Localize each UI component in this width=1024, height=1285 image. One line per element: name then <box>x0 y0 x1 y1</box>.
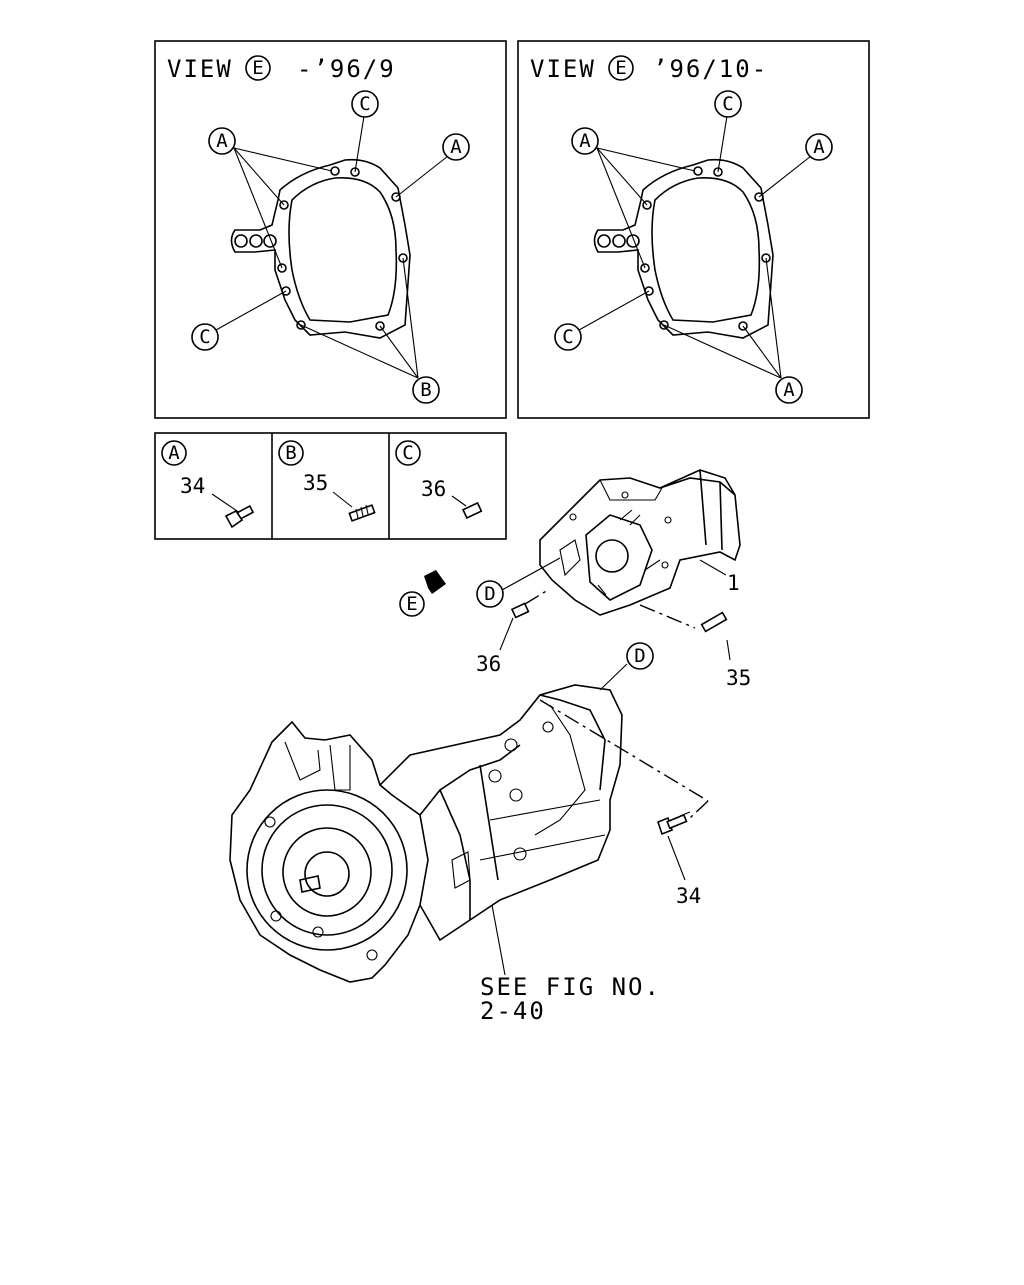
leader-lines <box>578 115 812 379</box>
part-number: 35 <box>303 471 328 495</box>
marker-a-right: A <box>805 133 833 161</box>
svg-text:D: D <box>634 645 645 667</box>
svg-text:C: C <box>722 93 733 115</box>
stud-bolt: 35 <box>639 604 751 690</box>
view-marker: E <box>252 57 263 79</box>
svg-text:A: A <box>216 130 228 152</box>
transfer-case-assembly: 1 <box>539 469 741 616</box>
view-panel-early: VIEW E -’96/9 <box>154 40 507 419</box>
svg-text:A: A <box>450 136 462 158</box>
view-marker: E <box>615 57 626 79</box>
marker-a-right: A <box>442 133 470 161</box>
view-title-suffix: ’96/10- <box>653 55 768 83</box>
dowel-pin-icon <box>451 495 483 519</box>
callout-stud: 35 <box>726 666 751 690</box>
callout-dowel: 36 <box>476 652 501 676</box>
svg-text:A: A <box>813 136 825 158</box>
view-direction-marker: E <box>399 570 446 617</box>
gasket-outline <box>593 158 774 339</box>
marker-a-left: A <box>208 127 236 155</box>
svg-text:E: E <box>406 593 417 615</box>
callout-bolt: 34 <box>676 884 701 908</box>
marker-c-bottom: C <box>191 323 219 351</box>
marker-a-bottom: A <box>775 376 803 404</box>
part-number: 34 <box>180 474 205 498</box>
legend-cell-b: B 35 <box>278 440 376 522</box>
see-fig-line2: 2-40 <box>480 997 546 1025</box>
automatic-transmission <box>229 684 709 983</box>
marker-b-bottom: B <box>412 376 440 404</box>
svg-text:C: C <box>359 93 370 115</box>
view-title-prefix: VIEW <box>530 55 596 83</box>
stud-icon <box>332 491 376 522</box>
view-title-prefix: VIEW <box>167 55 233 83</box>
marker-c-top: C <box>351 90 379 118</box>
svg-text:D: D <box>484 583 495 605</box>
dowel-pin: 36 <box>476 589 549 676</box>
marker-d-lower: D <box>599 642 654 691</box>
view-title-suffix: -’96/9 <box>297 55 396 83</box>
gasket-outline <box>230 158 411 339</box>
part-number: 36 <box>421 477 446 501</box>
marker-a-left: A <box>571 127 599 155</box>
svg-text:C: C <box>402 442 413 464</box>
fastener-legend: A 34 B 35 C 36 <box>154 432 507 540</box>
svg-text:B: B <box>285 442 296 464</box>
view-panel-late: VIEW E ’96/10- <box>517 40 870 419</box>
svg-text:A: A <box>579 130 591 152</box>
marker-c-top: C <box>714 90 742 118</box>
see-figure-note: SEE FIG NO. 2-40 <box>480 904 661 1025</box>
flange-bolt: 34 <box>657 811 701 908</box>
marker-d-upper: D <box>476 557 561 608</box>
svg-text:C: C <box>562 326 573 348</box>
see-fig-line1: SEE FIG NO. <box>480 973 661 1001</box>
marker-c-bottom: C <box>554 323 582 351</box>
svg-text:C: C <box>199 326 210 348</box>
svg-text:B: B <box>420 379 431 401</box>
svg-text:A: A <box>783 379 795 401</box>
legend-cell-c: C 36 <box>395 440 483 519</box>
callout-transfer-case: 1 <box>727 571 740 595</box>
legend-cell-a: A 34 <box>161 440 255 529</box>
bolt-icon <box>211 493 255 529</box>
svg-text:A: A <box>168 442 180 464</box>
leader-lines <box>215 115 449 379</box>
